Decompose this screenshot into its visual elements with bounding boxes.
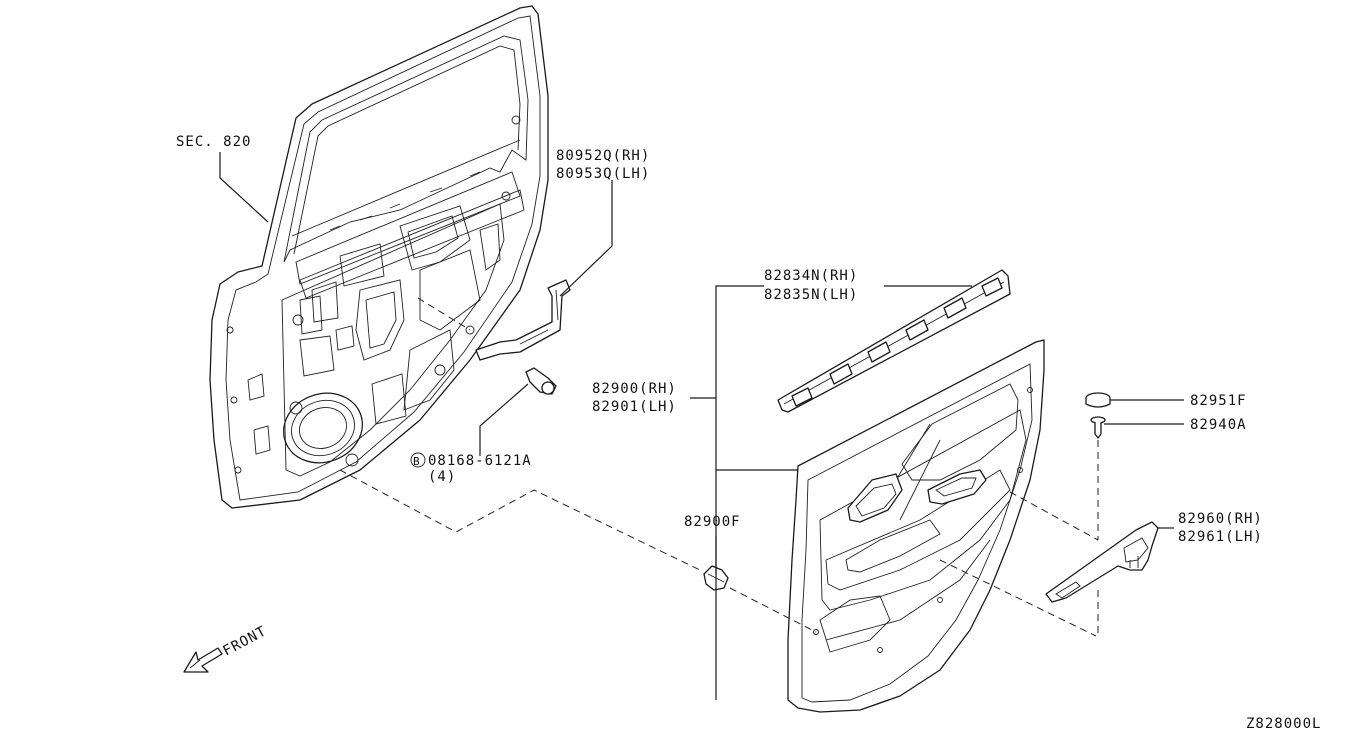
label-82834n-rh: 82834N(RH) (764, 268, 858, 284)
label-82835n-lh: 82835N(LH) (764, 287, 858, 303)
leader-lines (219, 152, 1184, 700)
label-08168-6121a: 08168-6121A (428, 453, 532, 469)
door-grip-part (1045, 521, 1159, 603)
part-labels: SEC. 820 80952Q(RH) 80953Q(LH) 82834N(RH… (176, 134, 1321, 732)
label-82960-rh: 82960(RH) (1178, 511, 1263, 527)
door-trim-panel (787, 339, 1045, 713)
label-82961-lh: 82961(LH) (1178, 529, 1263, 545)
label-82901-lh: 82901(LH) (592, 399, 677, 415)
label-82900-rh: 82900(RH) (592, 381, 677, 397)
front-direction-arrow (183, 647, 223, 673)
label-sec-820: SEC. 820 (176, 134, 251, 150)
label-front: FRONT (220, 623, 269, 659)
screw-part (1090, 416, 1106, 439)
door-bracket-part (475, 279, 571, 361)
label-bolt-quantity: (4) (428, 469, 456, 485)
label-80953q-lh: 80953Q(LH) (556, 166, 650, 182)
label-80952q-rh: 80952Q(RH) (556, 148, 650, 164)
label-82900f: 82900F (684, 514, 741, 530)
screw-cap-part (1085, 392, 1111, 408)
trim-finisher-strip (777, 269, 1011, 413)
bolt-part (525, 367, 557, 395)
assembly-dashed-lines (339, 297, 1099, 637)
label-bolt-marker: B (413, 455, 420, 468)
label-82940a: 82940A (1190, 417, 1247, 433)
label-82951f: 82951F (1190, 393, 1247, 409)
bolt-marker-circle (410, 452, 426, 468)
door-inner-panel (209, 5, 549, 509)
figure-code: Z828000L (1246, 716, 1321, 732)
